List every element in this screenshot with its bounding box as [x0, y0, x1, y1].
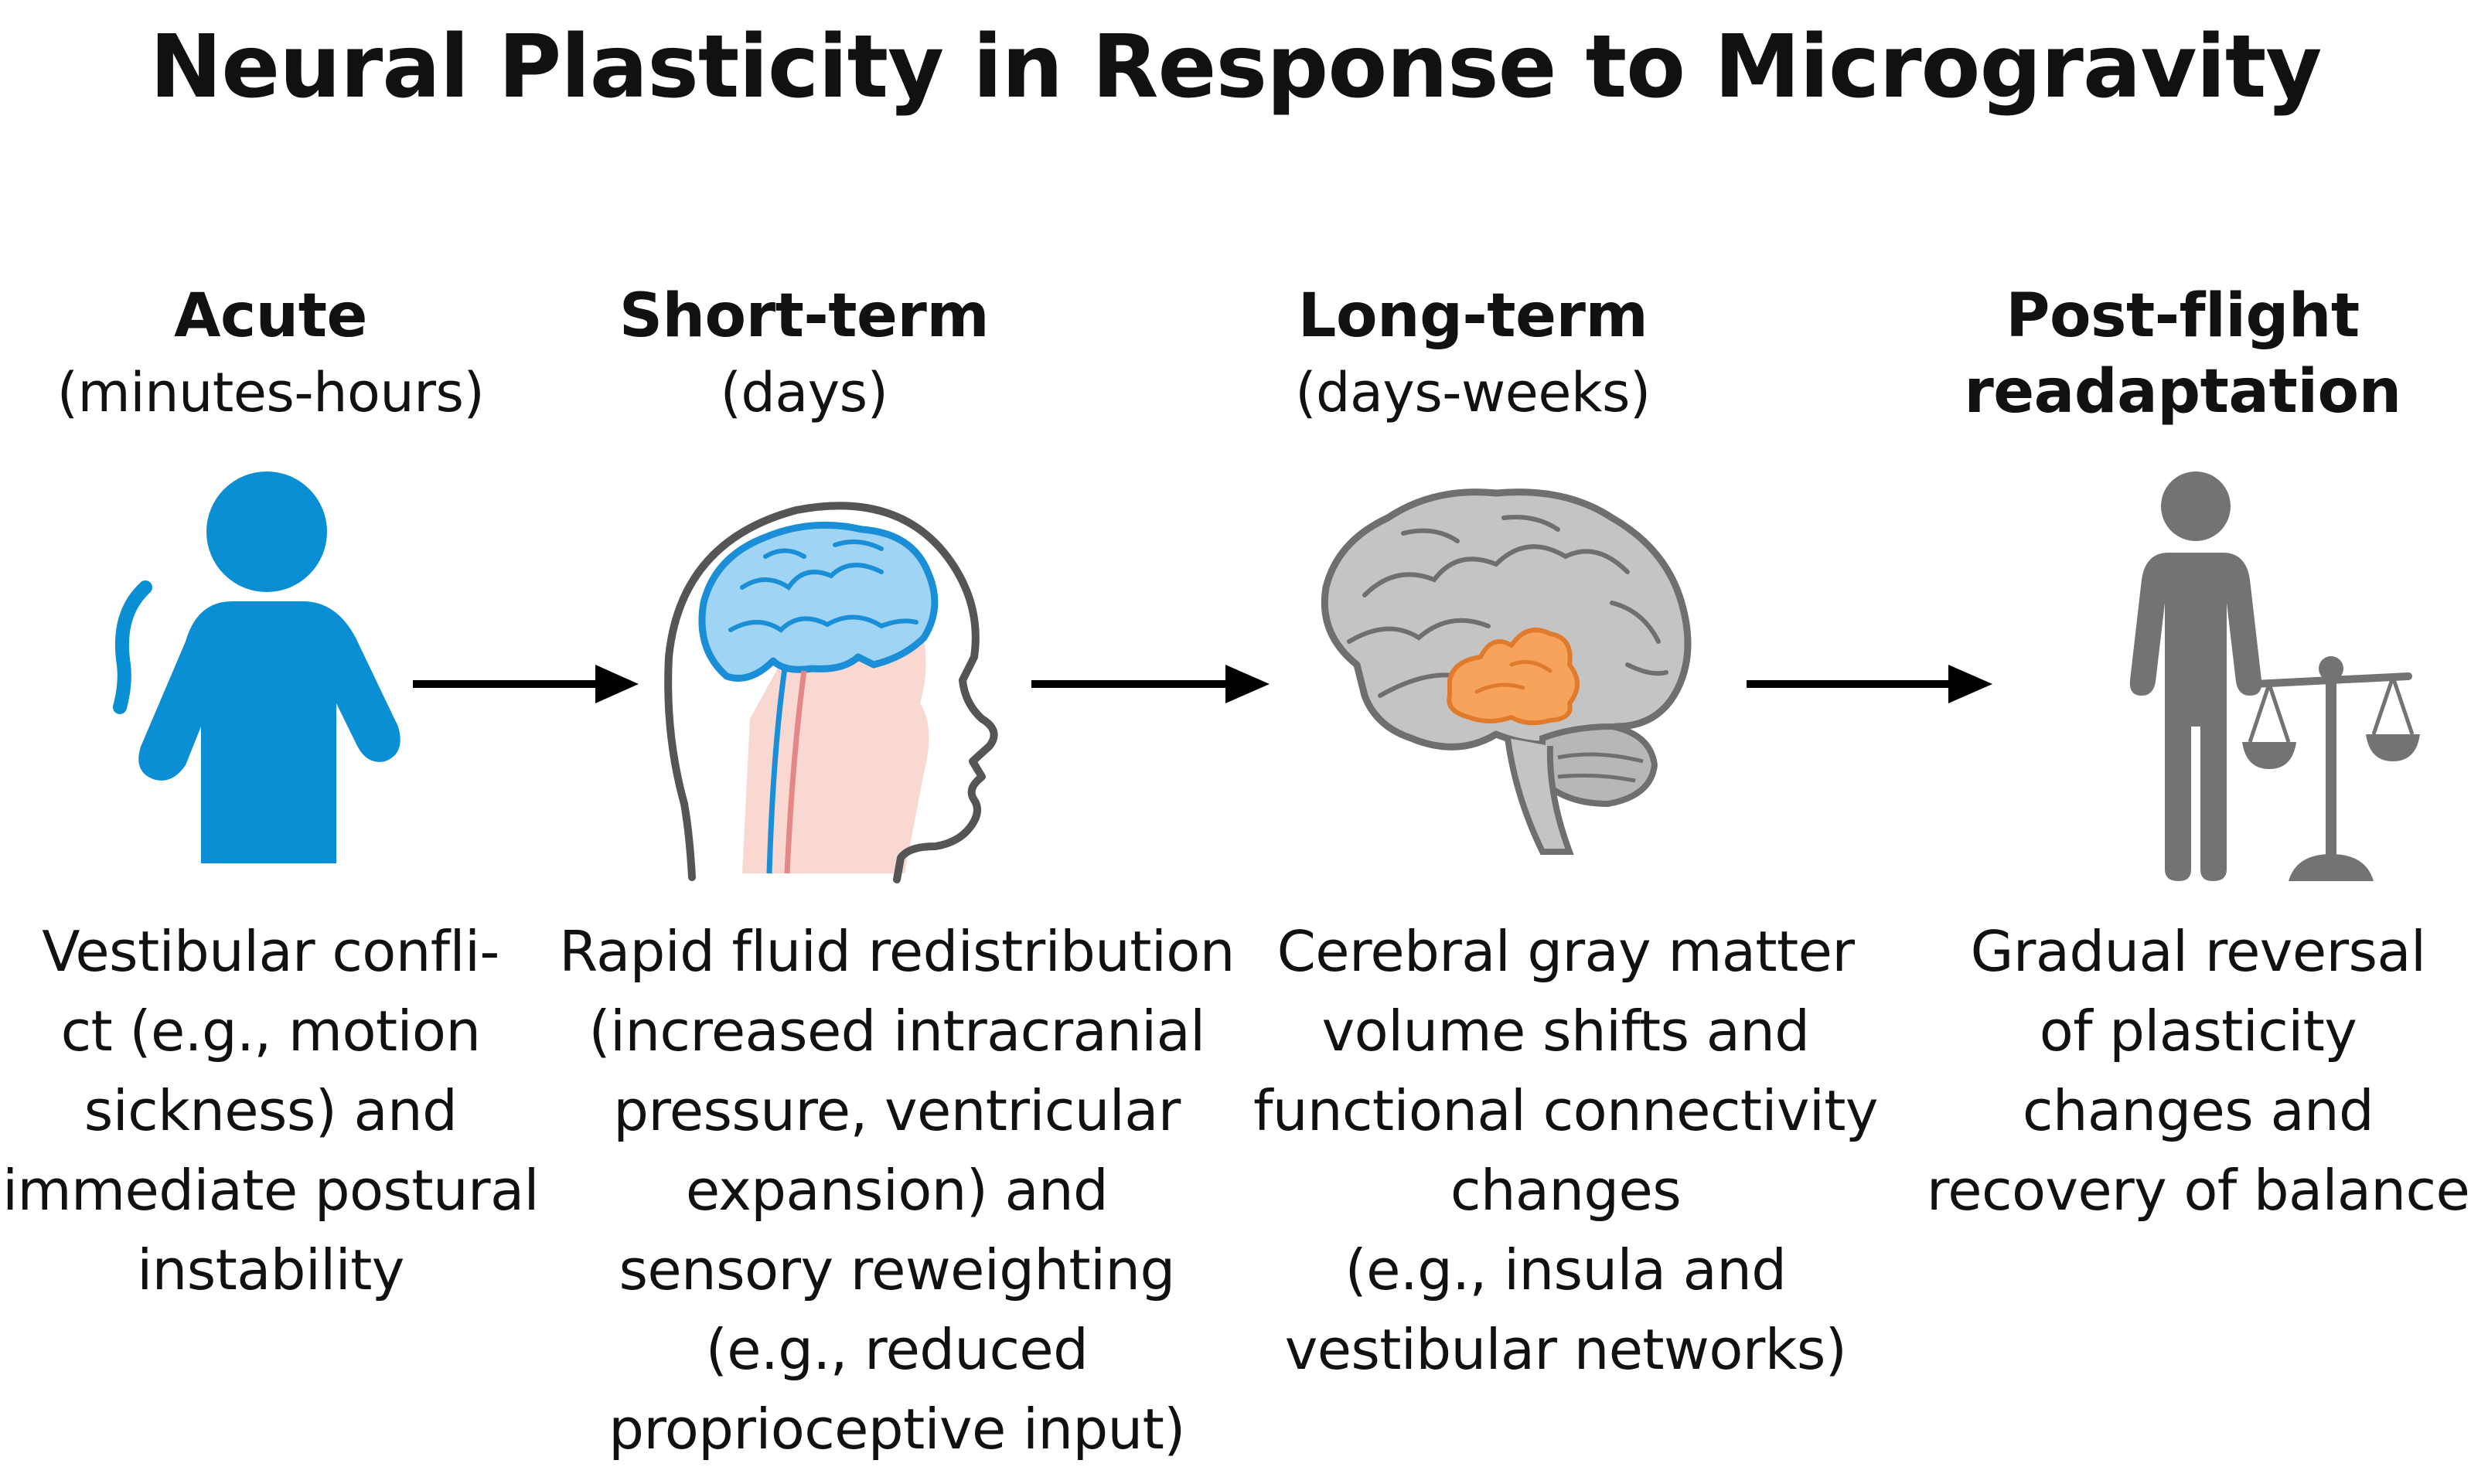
description-line: vestibular networks) — [1284, 1317, 1847, 1382]
arrow-right-icon — [1031, 665, 1270, 703]
stage-header: Short-term (days) — [464, 278, 1144, 431]
description-line: functional connectivity — [1253, 1078, 1878, 1143]
description-line: volume shifts and — [1321, 999, 1810, 1064]
description-line: changes — [1450, 1158, 1682, 1223]
person-swaying-icon — [113, 471, 400, 863]
description-line: recovery of balance — [1926, 1158, 2470, 1223]
stage-description: Gradual reversal of plasticity changes a… — [1910, 912, 2471, 1230]
description-line: instability — [137, 1237, 404, 1302]
stage-long-term: Long-term (days-weeks) Cerebral gray mat… — [1237, 278, 1894, 1399]
stage-name: Short-term — [619, 281, 990, 351]
stage-timeframe: (days-weeks) — [1295, 361, 1651, 424]
arrow-right-icon — [413, 665, 639, 703]
description-line: ct (e.g., motion — [60, 999, 481, 1064]
description-line: changes and — [2022, 1078, 2374, 1143]
description-line: (e.g., insula and — [1345, 1237, 1787, 1302]
stage-name: Post-flight — [2006, 281, 2360, 351]
description-line: of plasticity — [2039, 999, 2357, 1064]
description-line: pressure, ventricular — [613, 1078, 1181, 1143]
stage-header: Long-term (days-weeks) — [1144, 278, 1801, 431]
description-line: sensory reweighting — [619, 1237, 1175, 1302]
description-line: Rapid fluid redistribution — [559, 919, 1235, 984]
arrow-right-icon — [1747, 665, 1992, 703]
stage-description: Rapid fluid redistribution (increased in… — [557, 912, 1237, 1469]
stage-timeframe: readaptation — [1964, 357, 2401, 427]
stage-name: Long-term — [1297, 281, 1648, 351]
description-line: Gradual reversal — [1970, 919, 2426, 984]
description-line: Cerebral gray matter — [1276, 919, 1855, 984]
description-line: proprioceptive input) — [608, 1397, 1185, 1462]
diagram-title: Neural Plasticity in Response to Microgr… — [149, 17, 2323, 117]
stage-description: Cerebral gray matter volume shifts and f… — [1237, 912, 1894, 1390]
stage-timeframe: (minutes-hours) — [56, 361, 485, 424]
brain-insula-highlight-icon — [1321, 488, 1692, 855]
description-line: sickness) and — [84, 1078, 458, 1143]
stage-short-term: Short-term (days) Rapid fluid redistribu… — [557, 278, 1237, 1484]
stage-header: Post-flight readaptation — [1933, 278, 2432, 430]
stage-post-flight: Post-flight readaptation Gradual reversa… — [1927, 278, 2471, 1283]
description-line: expansion) and — [685, 1158, 1109, 1223]
person-with-balance-scale-icon — [2129, 471, 2420, 881]
head-brain-profile-icon — [664, 502, 998, 883]
description-line: Vestibular confli- — [42, 919, 499, 984]
description-line: (e.g., reduced — [705, 1317, 1089, 1382]
description-line: immediate postural — [2, 1158, 539, 1223]
stage-description: Vestibular confli- ct (e.g., motion sick… — [0, 912, 541, 1310]
stage-name: Acute — [174, 281, 367, 351]
description-line: (increased intracranial — [588, 999, 1205, 1064]
stage-acute: Acute (minutes-hours) Vestibular confli-… — [0, 278, 541, 1360]
stage-timeframe: (days) — [720, 361, 888, 424]
stage-header: Acute (minutes-hours) — [0, 278, 541, 431]
